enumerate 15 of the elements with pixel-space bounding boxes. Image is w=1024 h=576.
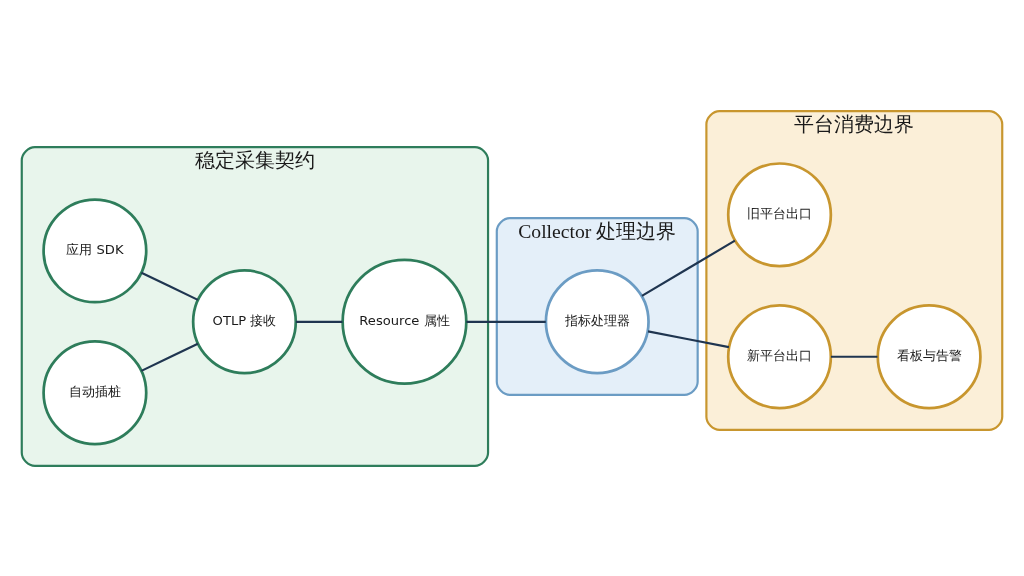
connector bbox=[647, 329, 730, 348]
connector bbox=[140, 342, 199, 372]
node-circle: Resource 属性 bbox=[341, 258, 468, 385]
node-circle: OTLP 接收 bbox=[191, 268, 298, 374]
connector bbox=[466, 320, 546, 323]
node-circle: 应用 SDK bbox=[42, 197, 148, 303]
connector bbox=[641, 239, 736, 297]
connector bbox=[830, 355, 878, 358]
node-circle: 旧平台出口 bbox=[726, 161, 833, 267]
connector bbox=[140, 271, 199, 301]
node-circle: 新平台出口 bbox=[726, 303, 833, 409]
node-circle: 看板与告警 bbox=[876, 303, 982, 409]
connector bbox=[295, 320, 343, 323]
node-circle: 指标处理器 bbox=[544, 268, 650, 374]
node-circle: 自动插桩 bbox=[42, 339, 148, 445]
